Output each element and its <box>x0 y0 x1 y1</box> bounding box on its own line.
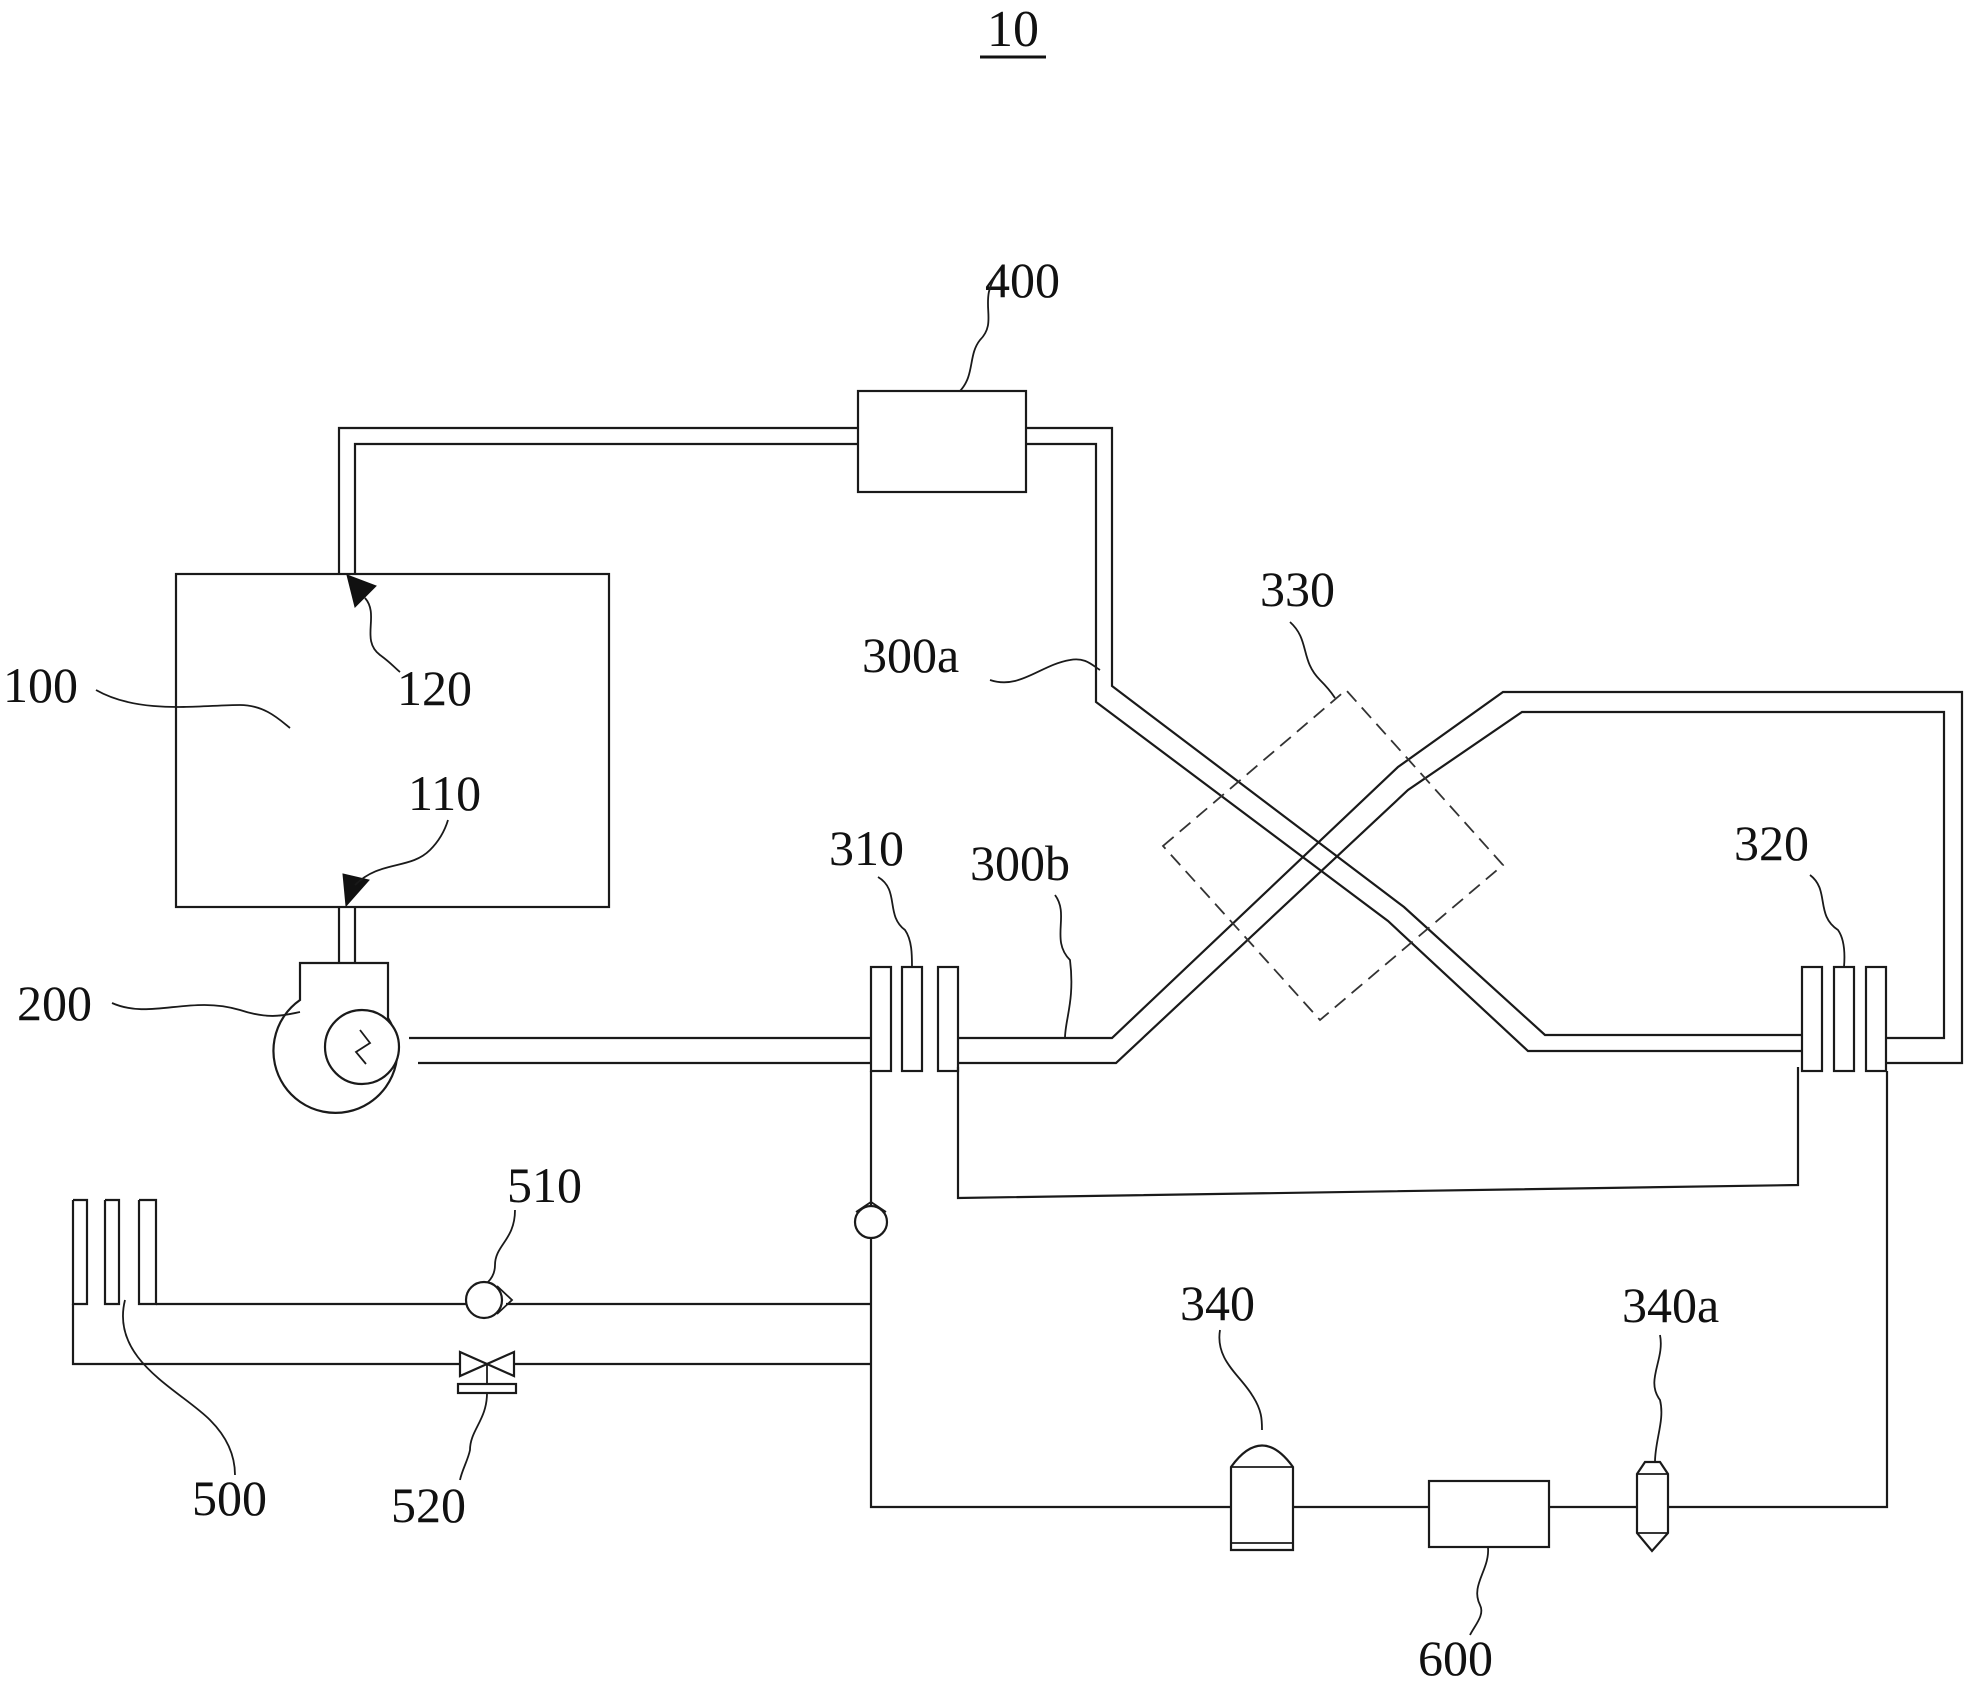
label-pipe-a: 300a <box>862 627 959 683</box>
top-unit <box>856 389 1028 494</box>
leader-pipe-a <box>989 658 1101 684</box>
figure-number-text: 10 <box>987 1 1039 58</box>
bottom-unit <box>1427 1479 1551 1549</box>
pump <box>272 907 401 1114</box>
label-connector-left: 310 <box>829 820 904 876</box>
label-top-unit: 400 <box>985 252 1060 308</box>
tank-outlet-arrow-icon <box>342 873 370 908</box>
pump-zigzag-icon <box>354 1029 372 1065</box>
connector-right <box>1800 965 1888 1073</box>
leader-tank-outlet <box>354 819 449 886</box>
solenoid-valve <box>456 1350 518 1395</box>
label-tank-inlet: 120 <box>397 660 472 716</box>
label-bottom-unit: 600 <box>1418 1630 1493 1686</box>
label-pump: 200 <box>17 975 92 1031</box>
leader-manifold <box>122 1299 236 1476</box>
filter-element <box>1635 1460 1670 1553</box>
leader-connector-right <box>1809 874 1846 968</box>
label-pipe-b: 300b <box>970 835 1070 891</box>
check-valve <box>464 1280 514 1320</box>
leader-tank-inlet <box>364 597 401 673</box>
leader-check-valve <box>487 1209 516 1283</box>
crossover-zone <box>1161 688 1505 1022</box>
leader-filter-element <box>1653 1334 1663 1463</box>
leader-bottom-unit <box>1469 1546 1489 1636</box>
manifold-line-lower <box>71 1304 460 1366</box>
label-filter: 340 <box>1180 1275 1255 1331</box>
line-310-to-filter <box>869 1238 1231 1509</box>
connector-left <box>869 965 960 1073</box>
leader-solenoid-valve <box>459 1392 488 1481</box>
leader-top-unit <box>959 269 1001 392</box>
manifold <box>71 1198 158 1306</box>
label-filter-element: 340a <box>1622 1277 1719 1333</box>
label-connector-right: 320 <box>1734 815 1809 871</box>
pipe-300b <box>409 690 1964 1065</box>
tank <box>174 572 611 909</box>
pipe-tank-to-top-unit <box>337 426 858 574</box>
figure-number: 10 <box>980 1 1046 59</box>
leader-pipe-b <box>1054 894 1073 1039</box>
label-solenoid-valve: 520 <box>391 1477 466 1533</box>
leader-connector-left <box>877 876 913 968</box>
label-check-valve: 510 <box>507 1157 582 1213</box>
label-tank-outlet: 110 <box>408 765 481 821</box>
leader-pump <box>111 1002 301 1017</box>
tank-inlet-arrow-icon <box>346 574 377 608</box>
filter <box>1229 1444 1295 1552</box>
label-crossover: 330 <box>1260 561 1335 617</box>
connector-link-line <box>956 1067 1800 1200</box>
leader-crossover <box>1289 621 1336 699</box>
element-to-connector-line <box>1668 1071 1889 1509</box>
leader-filter <box>1218 1329 1263 1431</box>
leader-tank <box>95 689 291 729</box>
ref-labels: 400 100 120 110 200 300a 310 300b 330 32… <box>3 252 1846 1686</box>
vertical-check-valve <box>853 1200 889 1240</box>
pipe-300a <box>1026 426 1802 1053</box>
label-tank: 100 <box>3 657 78 713</box>
label-manifold: 500 <box>192 1470 267 1526</box>
